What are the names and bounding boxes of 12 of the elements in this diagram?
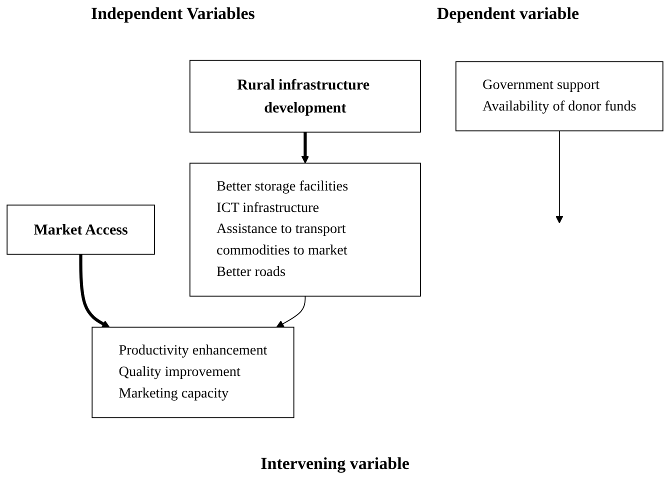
section-heading: Dependent variable: [436, 4, 580, 24]
node-box: Better storage facilities ICT infrastructure Assistance to transport commodities to market Better roads: [189, 162, 421, 297]
section-heading: Intervening variable: [260, 454, 410, 473]
section-heading: Independent Variables: [90, 4, 255, 24]
node-box: Government support Availability of donor funds: [455, 61, 664, 132]
node-box: Market Access: [6, 204, 155, 255]
arrow: [276, 296, 306, 328]
node-box: Rural infrastructure development: [189, 60, 421, 133]
arrow: [79, 254, 110, 328]
arrow: [301, 132, 310, 164]
arrow: [556, 130, 564, 224]
node-box: Productivity enhancement Quality improvement Marketing capacity: [92, 326, 294, 418]
